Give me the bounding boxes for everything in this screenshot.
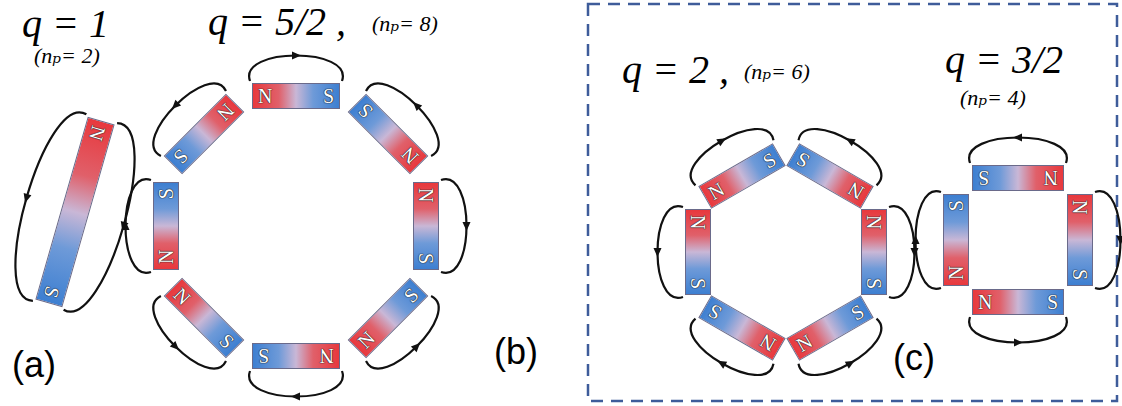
- pole-letter: S: [759, 149, 779, 172]
- field-arrowhead: [172, 100, 181, 109]
- pole-letter: S: [946, 200, 966, 211]
- q-value: q = 2 ,: [622, 48, 729, 92]
- dashed-frame: [588, 4, 1117, 401]
- field-arrowhead: [845, 361, 855, 369]
- pole-count: (nₚ= 2): [34, 44, 100, 68]
- field-arrowhead: [170, 341, 179, 350]
- q-value: q = 1: [22, 2, 109, 46]
- field-line: [249, 371, 343, 397]
- bar-magnet: NS: [972, 289, 1064, 315]
- pole-letter: N: [416, 188, 436, 202]
- pole-letter: S: [688, 278, 708, 289]
- pole-letter: N: [978, 292, 992, 312]
- pole-letter: S: [156, 188, 176, 199]
- field-arrowhead: [654, 248, 662, 257]
- panel-tag: (c): [893, 338, 935, 378]
- pole-letter: N: [1044, 168, 1058, 188]
- pole-letter: N: [757, 331, 780, 356]
- panel-tag: (b): [494, 332, 538, 372]
- field-arrowhead: [1014, 339, 1023, 347]
- bar-magnet: NS: [786, 143, 873, 209]
- q-value: q = 3/2: [945, 38, 1063, 82]
- pole-letter: S: [793, 149, 813, 172]
- field-line: [889, 206, 915, 298]
- field-line: [969, 138, 1067, 164]
- bar-magnet: NS: [698, 143, 785, 209]
- field-arrowhead: [24, 193, 32, 203]
- pole-letter: S: [170, 146, 192, 168]
- field-line: [969, 317, 1067, 343]
- bar-magnet: NS: [413, 182, 439, 270]
- field-arrowhead: [122, 221, 130, 230]
- pole-letter: N: [793, 331, 816, 356]
- bar-magnet: NS: [861, 209, 887, 295]
- pole-letter: N: [258, 86, 272, 106]
- bar-magnet: NS: [943, 194, 969, 286]
- pole-letter: S: [216, 330, 238, 352]
- pole-letter: N: [1070, 200, 1090, 214]
- pole-letter: S: [400, 284, 422, 306]
- pole-letter: S: [416, 253, 436, 264]
- field-arrowhead: [411, 343, 420, 352]
- q-value: q = 5/2 ,: [208, 0, 346, 44]
- bar-magnet: NS: [252, 83, 340, 109]
- field-line: [658, 206, 684, 298]
- bar-magnet: NS: [685, 209, 711, 295]
- field-arrowhead: [292, 52, 301, 60]
- bar-magnet: NS: [698, 295, 785, 361]
- pole-letter: N: [864, 215, 884, 229]
- pole-letter: S: [978, 168, 989, 188]
- field-arrowhead: [846, 138, 856, 146]
- pole-letter: N: [946, 266, 966, 280]
- pole-letter: N: [845, 178, 868, 203]
- field-line: [1095, 191, 1121, 289]
- field-arrowhead: [912, 235, 920, 244]
- pole-count: (nₚ= 4): [960, 86, 1026, 110]
- pole-letter: N: [354, 328, 378, 352]
- pole-letter: S: [323, 86, 334, 106]
- field-arrowhead: [463, 222, 471, 231]
- field-line: [126, 179, 152, 273]
- panel-tag: (a): [12, 345, 56, 385]
- pole-letter: N: [86, 124, 109, 143]
- field-arrowhead: [413, 102, 422, 111]
- bar-magnet: NS: [1067, 194, 1093, 286]
- pole-letter: S: [1070, 269, 1090, 280]
- field-arrowhead: [717, 361, 727, 369]
- pole-letter: S: [864, 278, 884, 289]
- pole-letter: N: [170, 284, 194, 308]
- pole-letter: N: [214, 100, 238, 124]
- bar-magnet: NS: [252, 343, 340, 369]
- pole-count: (nₚ= 8): [372, 12, 438, 36]
- pole-letter: N: [320, 346, 334, 366]
- pole-letter: N: [705, 178, 728, 203]
- pole-letter: N: [398, 144, 422, 168]
- pole-letter: S: [41, 284, 63, 300]
- bar-magnet: NS: [972, 165, 1064, 191]
- field-arrowhead: [1013, 134, 1022, 142]
- pole-letter: N: [688, 215, 708, 229]
- pole-letter: S: [1047, 292, 1058, 312]
- field-line: [441, 179, 467, 273]
- pole-count: (nₚ= 6): [744, 60, 810, 84]
- field-arrowhead: [716, 138, 726, 146]
- field-line: [249, 56, 343, 82]
- pole-letter: S: [705, 301, 725, 324]
- pole-letter: N: [156, 250, 176, 264]
- field-lines: [15, 52, 1122, 401]
- pole-letter: S: [847, 301, 867, 324]
- pole-letter: S: [258, 346, 269, 366]
- field-arrowhead: [291, 393, 300, 401]
- bar-magnet: NS: [153, 182, 179, 270]
- pole-letter: S: [354, 100, 376, 122]
- bar-magnet: NS: [786, 295, 873, 361]
- field-arrowhead: [1117, 236, 1122, 245]
- field-line: [916, 191, 942, 289]
